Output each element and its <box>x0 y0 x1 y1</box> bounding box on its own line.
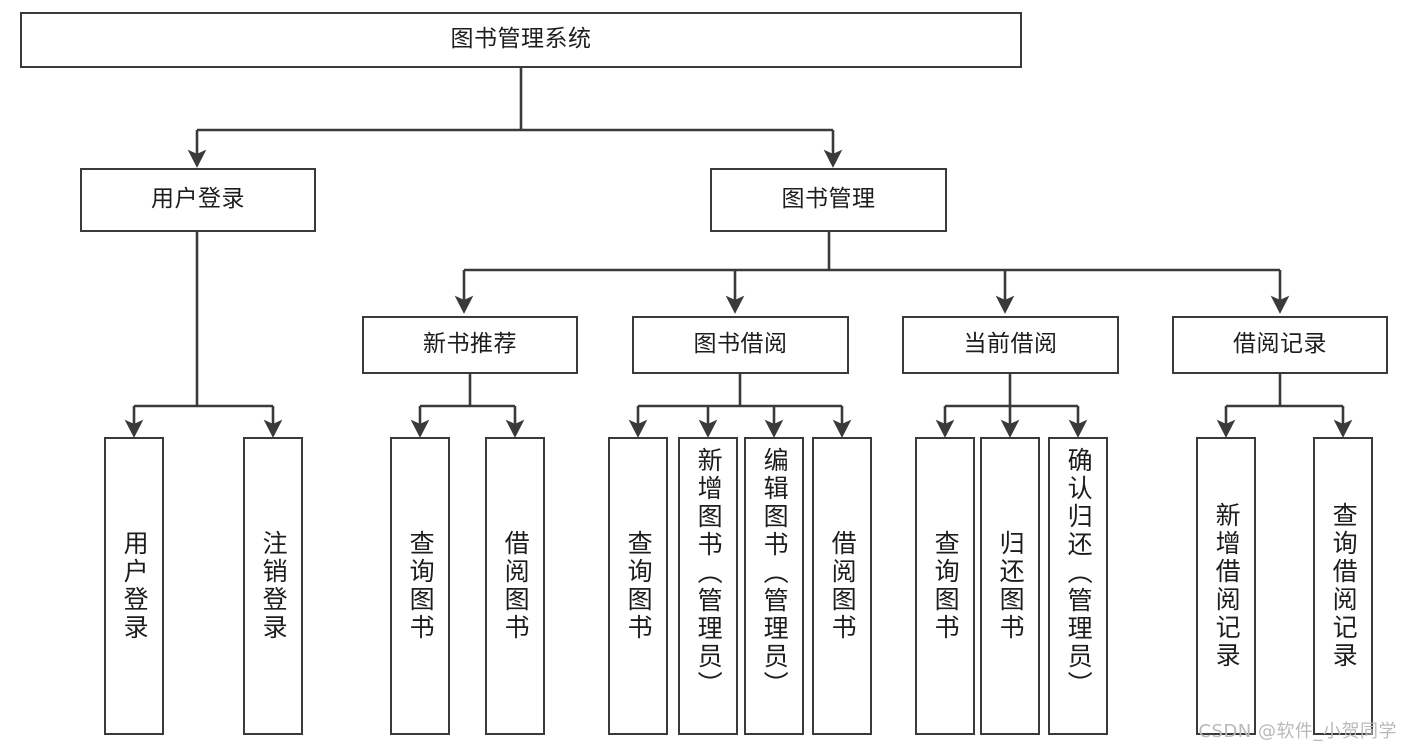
node-label: 归还图书 <box>996 530 1026 642</box>
node-borrow-record[interactable]: 借阅记录 <box>1172 316 1388 374</box>
node-label: 新增借阅记录 <box>1212 502 1242 670</box>
node-label: 图书管理系统 <box>450 26 592 53</box>
leaf-return-book[interactable]: 归还图书 <box>980 437 1040 735</box>
leaf-confirm-return-admin[interactable]: 确认归还（管理员） <box>1048 437 1108 735</box>
node-label: 图书管理 <box>781 186 876 213</box>
node-label: 确认归还（管理员） <box>1064 447 1094 699</box>
node-new-book-recommend[interactable]: 新书推荐 <box>362 316 578 374</box>
node-label: 新增图书（管理员） <box>694 447 724 699</box>
leaf-user-login[interactable]: 用户登录 <box>104 437 164 735</box>
node-book-borrow[interactable]: 图书借阅 <box>632 316 849 374</box>
node-label: 用户登录 <box>151 186 245 213</box>
leaf-logout[interactable]: 注销登录 <box>243 437 303 735</box>
node-label: 图书借阅 <box>693 331 788 358</box>
node-label: 查询图书 <box>931 530 961 642</box>
node-label: 新书推荐 <box>423 331 517 358</box>
node-label: 查询图书 <box>406 530 436 642</box>
leaf-query-borrow-record[interactable]: 查询借阅记录 <box>1313 437 1373 735</box>
node-label: 注销登录 <box>259 530 289 642</box>
node-label: 查询图书 <box>624 530 654 642</box>
node-user-login[interactable]: 用户登录 <box>80 168 316 232</box>
node-book-management[interactable]: 图书管理 <box>710 168 947 232</box>
leaf-borrow-book-recommend[interactable]: 借阅图书 <box>485 437 545 735</box>
node-label: 借阅图书 <box>828 530 858 642</box>
node-label: 借阅记录 <box>1233 331 1327 358</box>
leaf-query-book-recommend[interactable]: 查询图书 <box>390 437 450 735</box>
leaf-query-book-borrow[interactable]: 查询图书 <box>608 437 668 735</box>
node-label: 当前借阅 <box>963 331 1058 358</box>
node-label: 查询借阅记录 <box>1329 502 1359 670</box>
leaf-borrow-book[interactable]: 借阅图书 <box>812 437 872 735</box>
node-label: 用户登录 <box>120 530 150 642</box>
node-root-book-management-system[interactable]: 图书管理系统 <box>20 12 1022 68</box>
leaf-query-book-current[interactable]: 查询图书 <box>915 437 975 735</box>
leaf-add-borrow-record[interactable]: 新增借阅记录 <box>1196 437 1256 735</box>
leaf-edit-book-admin[interactable]: 编辑图书（管理员） <box>744 437 804 735</box>
node-label: 借阅图书 <box>501 530 531 642</box>
leaf-add-book-admin[interactable]: 新增图书（管理员） <box>678 437 738 735</box>
node-label: 编辑图书（管理员） <box>760 447 790 699</box>
node-current-borrow[interactable]: 当前借阅 <box>902 316 1119 374</box>
